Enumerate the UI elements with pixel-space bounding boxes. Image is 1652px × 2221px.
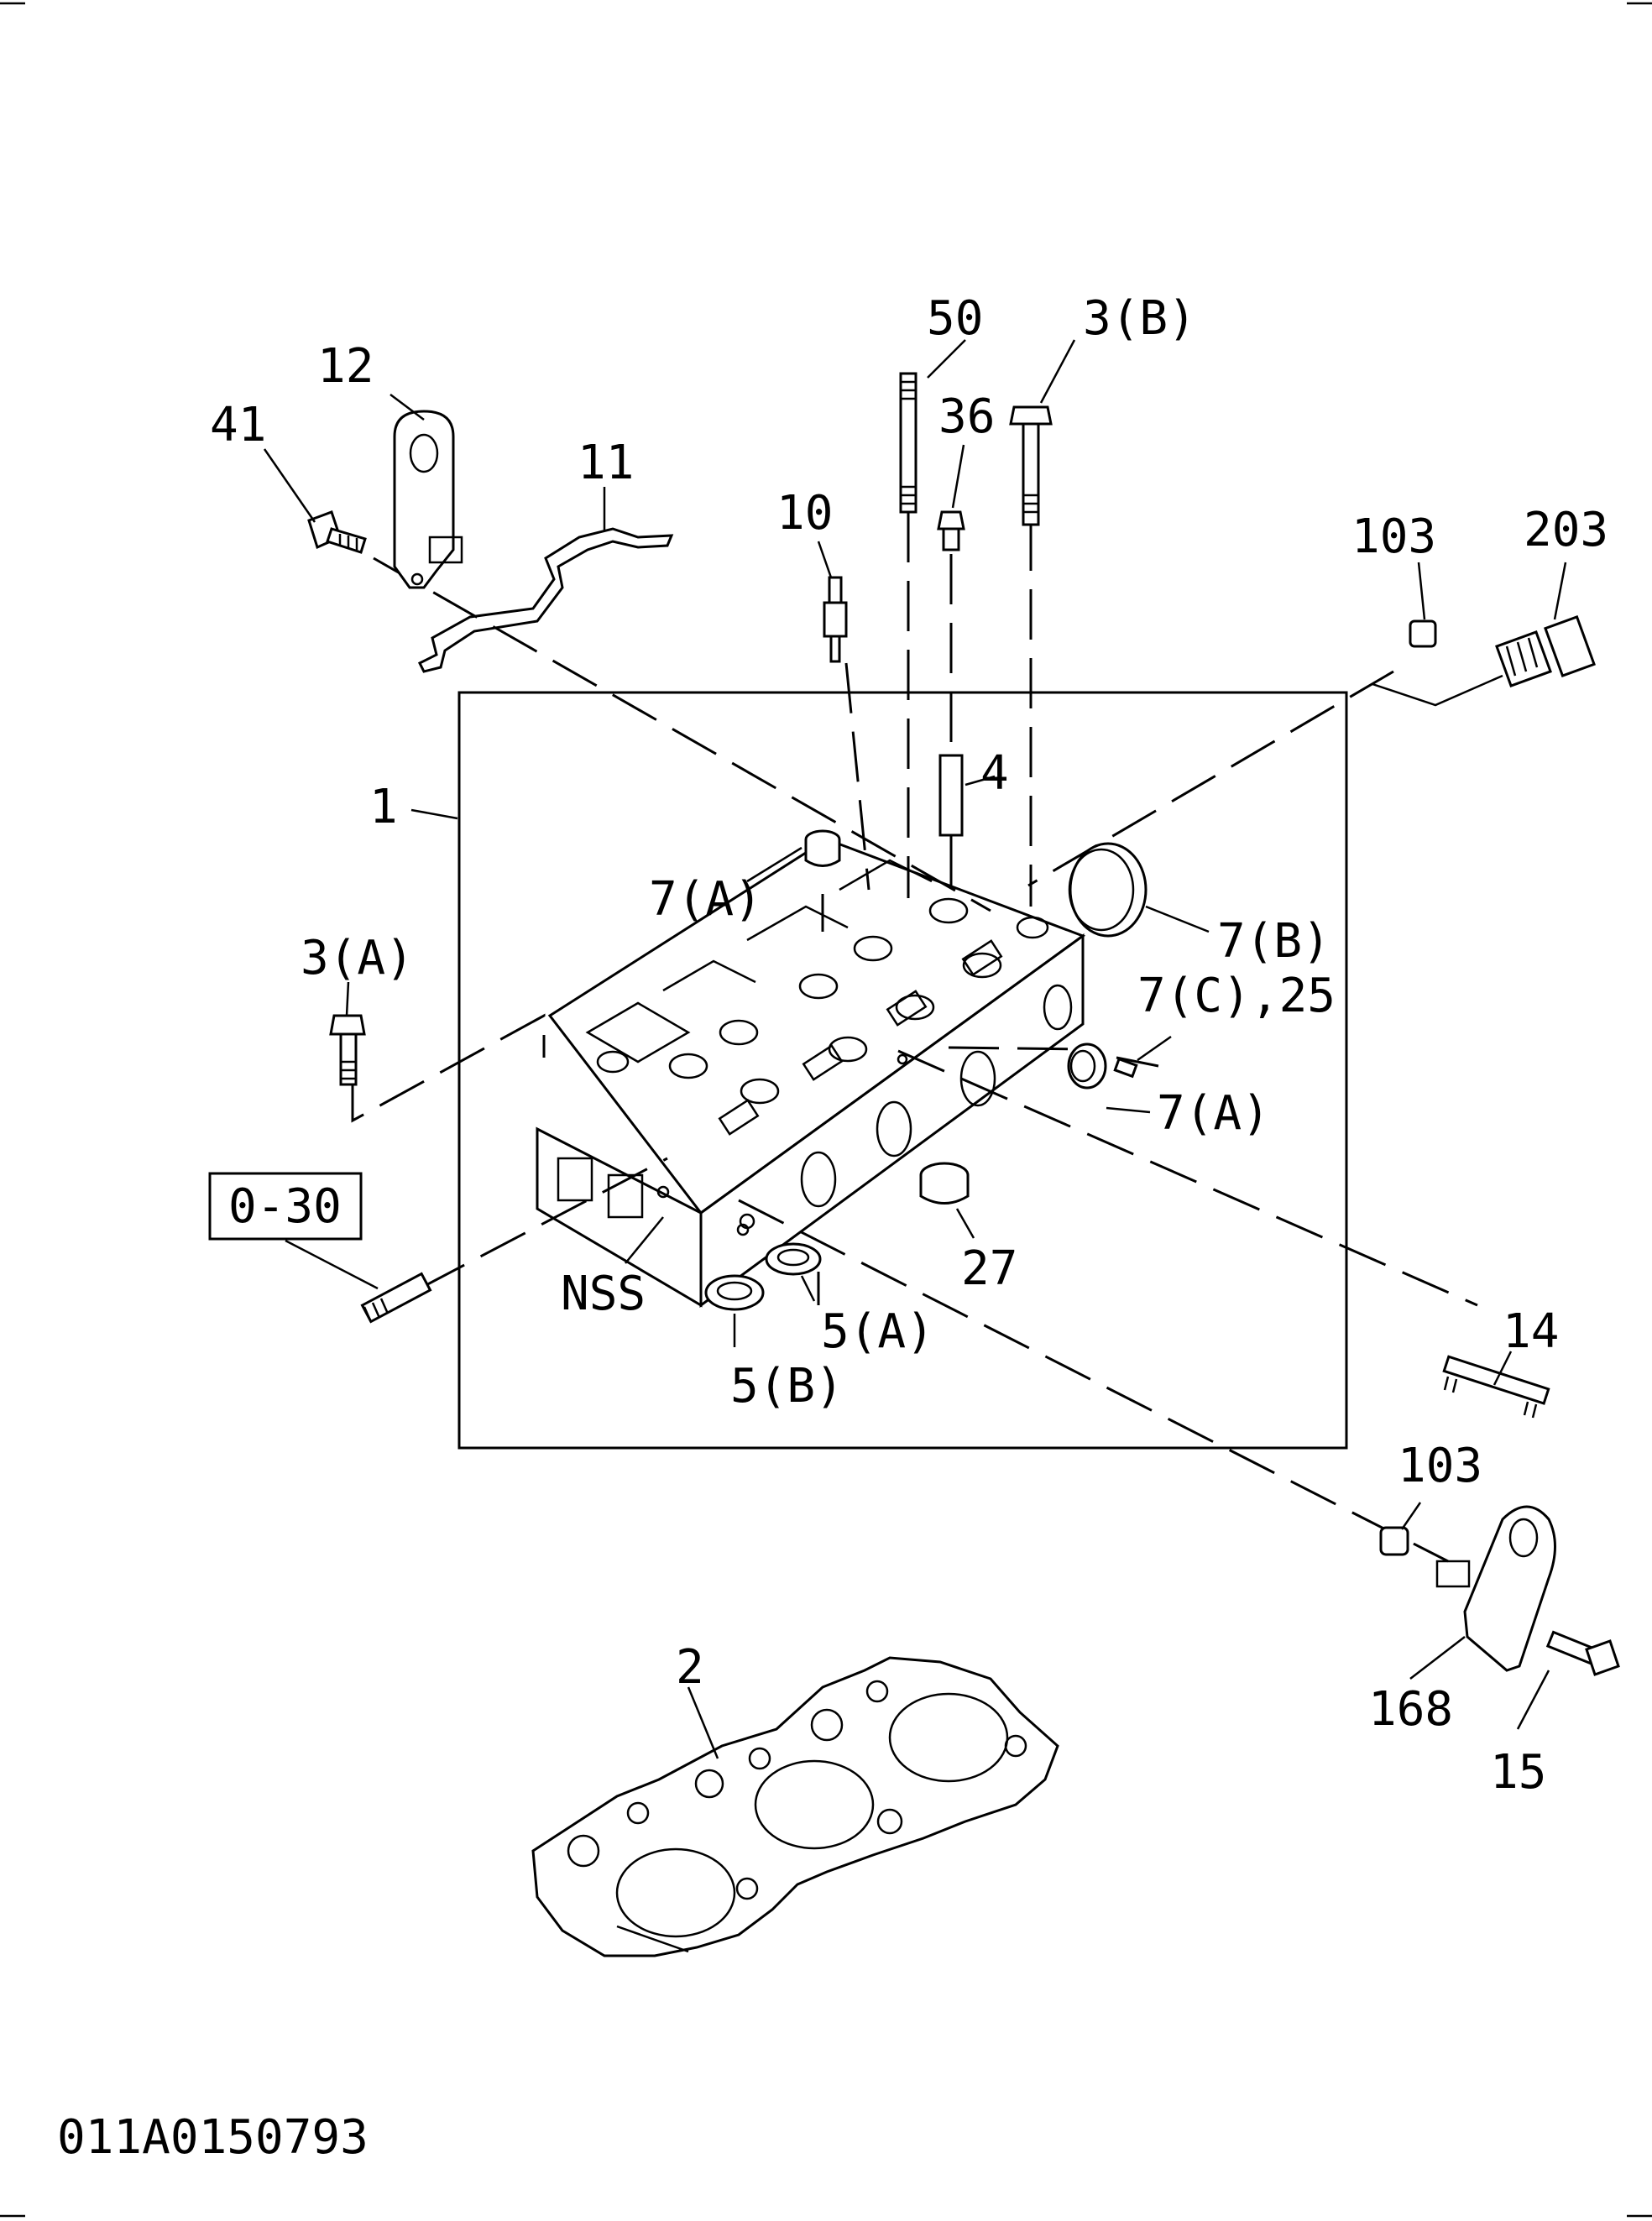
callout-12: 12 [317, 339, 374, 394]
callout-27: 27 [961, 1241, 1017, 1296]
callout-7c-25: 7(C),25 [1137, 969, 1336, 1023]
callout-leaders [263, 339, 1567, 1759]
cap-103-bottom [1379, 1526, 1409, 1556]
callout-103-top: 103 [1351, 510, 1436, 564]
callout-4: 4 [980, 746, 1009, 801]
callout-10: 10 [776, 486, 833, 541]
glow-plug-10 [823, 576, 848, 663]
callout-7b: 7(B) [1217, 914, 1330, 969]
cylinder-head-front-detail [557, 1157, 755, 1230]
plug-7b [1068, 842, 1148, 938]
bolt-41 [307, 510, 367, 554]
callout-36: 36 [938, 389, 995, 444]
bolt-3a [329, 1014, 366, 1086]
callout-5a: 5(A) [821, 1304, 934, 1359]
callout-50: 50 [927, 291, 983, 346]
harness-clip-11 [417, 527, 674, 673]
callout-3b: 3(B) [1083, 291, 1196, 346]
callout-labels: 50 3(B) 36 12 41 11 10 103 203 4 1 7(A) … [210, 291, 1608, 1800]
callout-11: 11 [578, 436, 634, 490]
plug-36 [937, 510, 965, 551]
callout-3a: 3(A) [301, 931, 414, 985]
cylinder-head [536, 838, 1086, 1308]
callout-14: 14 [1503, 1304, 1559, 1359]
callout-2: 2 [676, 1640, 704, 1695]
callout-41: 41 [210, 398, 266, 452]
bracket-168 [1435, 1505, 1556, 1672]
callout-nss: NSS [561, 1267, 646, 1321]
callout-1: 1 [369, 780, 398, 834]
bracket-12 [393, 410, 463, 589]
plug-27 [919, 1162, 970, 1205]
bolt-15 [1545, 1630, 1620, 1676]
reference-box: 0-30 [208, 1172, 363, 1241]
cap-103-top [1409, 619, 1437, 648]
callout-5b: 5(B) [730, 1359, 844, 1414]
seal-5b [704, 1274, 765, 1311]
callout-7a-top: 7(A) [649, 872, 762, 927]
cylinder-head-valve-ports [585, 859, 1049, 1136]
callout-203: 203 [1524, 503, 1608, 557]
callout-103-bottom: 103 [1398, 1439, 1482, 1493]
rod-14 [1442, 1355, 1550, 1419]
pin-7c-25 [1113, 1057, 1138, 1079]
seal-5a [765, 1242, 822, 1276]
bolt-3b [1009, 405, 1053, 526]
stud-50 [899, 372, 917, 514]
head-gasket-2 [531, 1656, 1059, 1957]
cup-7a-side [1067, 1043, 1107, 1090]
reference-stud [360, 1272, 432, 1324]
callout-15: 15 [1490, 1745, 1546, 1800]
assembly-boundary-box [457, 691, 1348, 1450]
cup-7a-top [804, 829, 841, 867]
cylinder-head-side-ports [736, 984, 1073, 1236]
callout-7a-side: 7(A) [1157, 1086, 1270, 1141]
sleeve-4 [938, 754, 964, 837]
sensor-203 [1495, 615, 1596, 687]
callout-168: 168 [1368, 1682, 1453, 1737]
reference-box-label: 0-30 [228, 1179, 342, 1234]
drawing-number: 011A0150793 [57, 2110, 369, 2165]
